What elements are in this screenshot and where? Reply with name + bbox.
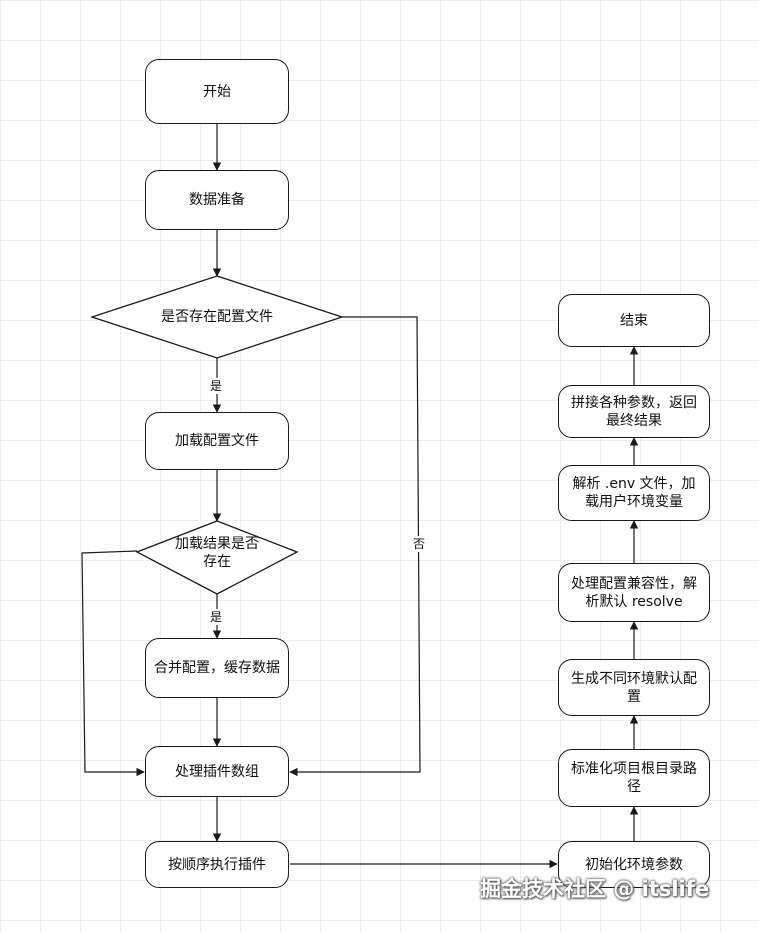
node-end: 结束 [558,294,710,347]
watermark: 掘金技术社区 @ itslife [480,877,710,901]
node-gen-env-config-label: 生成不同环境默认配置 [571,670,697,705]
node-parse-env: 解析 .env 文件，加载用户环境变量 [558,465,710,521]
decision-load-result-shape [135,520,299,595]
node-merge-cache-label: 合并配置，缓存数据 [154,660,280,676]
node-load-config-label: 加载配置文件 [175,433,259,449]
node-normalize-root-label: 标准化项目根目录路径 [571,761,697,795]
node-prepare: 数据准备 [145,170,289,230]
edge-label-no: 否 [411,536,428,552]
node-prepare-label: 数据准备 [189,192,245,208]
edge-load-result-no [81,550,145,777]
node-init-env: 初始化环境参数 [558,841,710,888]
node-load-config: 加载配置文件 [145,412,289,470]
node-compat: 处理配置兼容性，解析默认 resolve [558,563,710,622]
node-normalize-root: 标准化项目根目录路径 [558,749,710,807]
node-combine-label: 拼接各种参数，返回最终结果 [571,394,697,429]
node-process-plugins-label: 处理插件数组 [175,763,259,780]
node-gen-env-config: 生成不同环境默认配置 [558,659,710,716]
decision-load-result-label: 加载结果是否存在 [175,536,259,570]
edge-label-yes-1: 是 [208,378,225,394]
node-merge-cache: 合并配置，缓存数据 [145,638,289,698]
node-compat-label: 处理配置兼容性，解析默认 resolve [571,575,697,610]
node-end-label: 结束 [620,312,648,329]
decision-config-exists: 是否存在配置文件 [132,302,302,332]
node-init-env-label: 初始化环境参数 [585,856,683,873]
node-run-plugins: 按顺序执行插件 [145,841,289,888]
node-parse-env-label: 解析 .env 文件，加载用户环境变量 [572,476,696,510]
decision-config-exists-label: 是否存在配置文件 [161,309,273,325]
node-process-plugins: 处理插件数组 [145,746,289,797]
edge-label-yes-2: 是 [208,609,225,625]
node-run-plugins-label: 按顺序执行插件 [168,856,266,873]
node-start: 开始 [145,59,289,124]
decision-config-exists-shape [89,275,345,359]
decision-load-result: 加载结果是否存在 [175,533,259,573]
edge-config-exists-no [289,316,421,777]
node-combine: 拼接各种参数，返回最终结果 [558,385,710,438]
node-start-label: 开始 [203,83,231,100]
